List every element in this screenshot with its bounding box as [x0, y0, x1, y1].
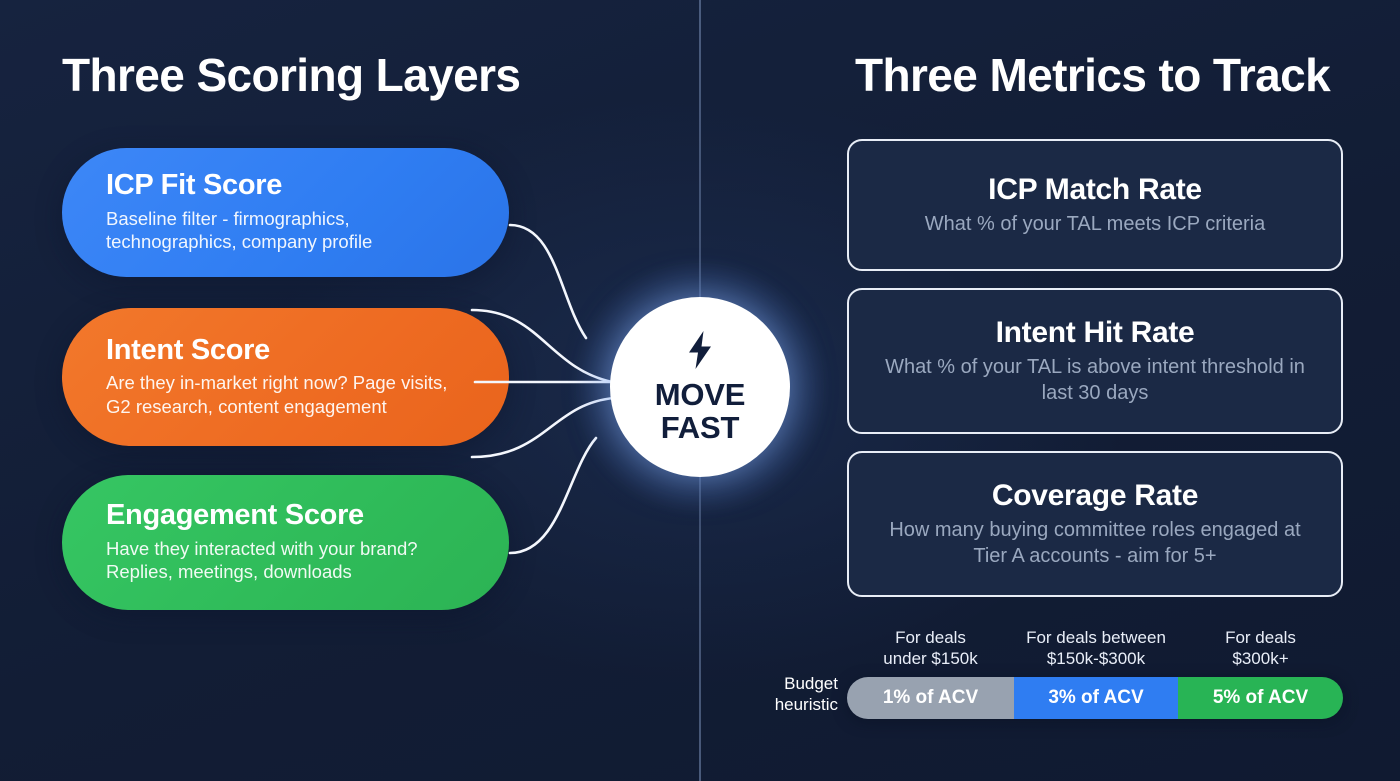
metric-card-icp-match-rate[interactable]: ICP Match Rate What % of your TAL meets …	[847, 139, 1343, 271]
scoring-layer-icp-fit[interactable]: ICP Fit Score Baseline filter - firmogra…	[62, 148, 509, 277]
metric-title: Coverage Rate	[991, 479, 1199, 513]
scoring-layer-engagement[interactable]: Engagement Score Have they interacted wi…	[62, 475, 509, 610]
budget-column-headers: For deals under $150k For deals between …	[847, 627, 1343, 671]
connector-engagement	[508, 436, 598, 555]
metric-title: ICP Match Rate	[988, 172, 1202, 206]
budget-segment-1-percent[interactable]: 1% of ACV	[847, 677, 1014, 719]
budget-column-header: For deals between $150k-$300k	[1026, 628, 1166, 669]
budget-column-header: For deals $300k+	[1225, 628, 1296, 669]
budget-segment-3-percent[interactable]: 3% of ACV	[1014, 677, 1178, 719]
connector-icp	[508, 223, 588, 340]
scoring-layer-description: Are they in-market right now? Page visit…	[106, 372, 448, 417]
right-column-title: Three Metrics to Track	[855, 49, 1331, 101]
metric-description: How many buying committee roles engaged …	[889, 519, 1301, 567]
scoring-layer-title: Engagement Score	[106, 499, 364, 532]
budget-heuristic-label: Budget heuristic	[774, 674, 838, 715]
metric-description: What % of your TAL meets ICP criteria	[924, 212, 1266, 235]
scoring-layer-title: Intent Score	[106, 333, 270, 366]
scoring-layer-description: Baseline filter - firmographics, technog…	[106, 207, 373, 253]
metric-card-coverage-rate[interactable]: Coverage Rate How many buying committee …	[847, 451, 1343, 597]
left-column-title: Three Scoring Layers	[62, 49, 521, 101]
scoring-layer-title: ICP Fit Score	[106, 169, 283, 202]
lightning-bolt-icon	[689, 330, 711, 369]
scoring-layer-intent[interactable]: Intent Score Are they in-market right no…	[62, 308, 509, 446]
scoring-layer-description: Have they interacted with your brand? Re…	[106, 537, 418, 583]
move-fast-hub[interactable]: MOVE FAST	[610, 297, 790, 477]
metric-card-intent-hit-rate[interactable]: Intent Hit Rate What % of your TAL is ab…	[847, 288, 1343, 434]
budget-column-header: For deals under $150k	[883, 628, 978, 669]
hub-line-1: MOVE	[654, 376, 746, 412]
metric-title: Intent Hit Rate	[995, 316, 1195, 350]
budget-heuristic-bar: 1% of ACV 3% of ACV 5% of ACV	[847, 677, 1343, 719]
budget-segment-5-percent[interactable]: 5% of ACV	[1178, 677, 1343, 719]
hub-line-2: FAST	[660, 410, 740, 445]
metric-description: What % of your TAL is above intent thres…	[885, 356, 1305, 404]
